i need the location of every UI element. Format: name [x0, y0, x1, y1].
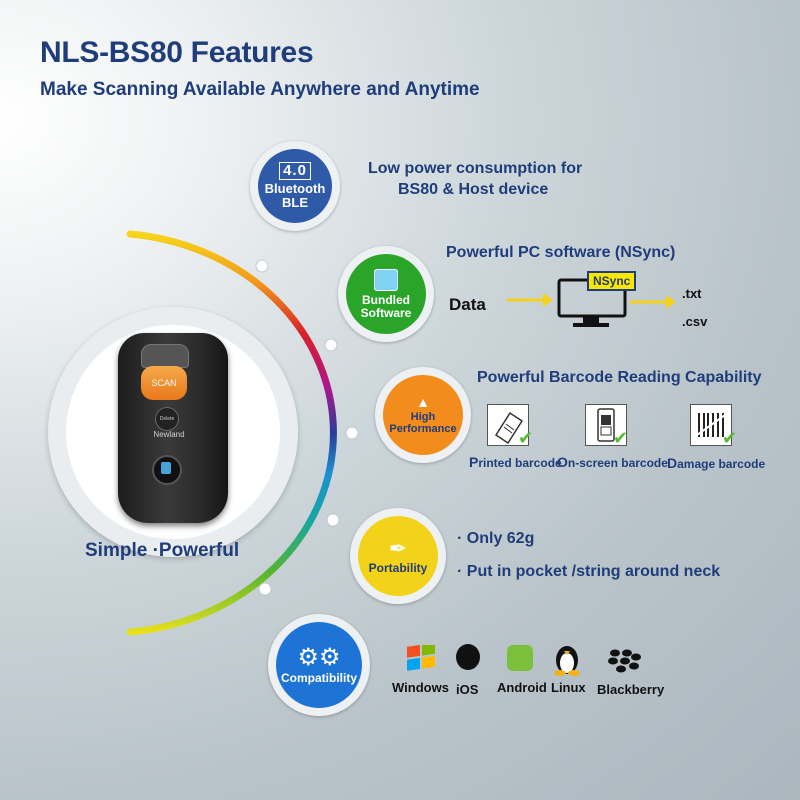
software-label-2: Software: [360, 305, 412, 320]
software-box-icon: [374, 268, 398, 291]
scan-button: SCAN: [141, 366, 187, 400]
portability-label: Portability: [368, 561, 428, 576]
apple-icon: [456, 644, 480, 670]
data-label: Data: [449, 295, 486, 314]
os-label-android: Android: [497, 680, 547, 695]
gears-icon: ⚙⚙: [297, 644, 341, 672]
check-icon: ✔: [722, 428, 738, 448]
portability-point-1: · Only 62g: [457, 530, 535, 547]
portability-point-2: · Put in pocket /string around neck: [457, 563, 721, 580]
bluetooth-label: Bluetooth: [264, 181, 326, 197]
software-label-1: Bundled: [362, 292, 410, 307]
android-icon: [507, 645, 533, 671]
blackberry-icon: [608, 649, 641, 673]
format-csv: .csv: [682, 314, 708, 329]
portability-badge: ✒ Portability: [358, 516, 438, 596]
bluetooth-version: 4.0: [279, 162, 311, 181]
software-badge: Bundled Software: [346, 254, 426, 334]
printed-barcode-icon: [487, 404, 529, 446]
os-label-ios: iOS: [456, 682, 479, 697]
compatibility-badge: ⚙⚙ Compatibility: [276, 622, 362, 708]
bluetooth-badge: 4.0 Bluetooth BLE: [258, 149, 332, 223]
bluetooth-desc-line2: BS80 & Host device: [398, 181, 549, 198]
feather-icon: ✒: [388, 536, 408, 562]
printed-barcode-label: Printed barcode: [469, 454, 562, 470]
performance-heading: Powerful Barcode Reading Capability: [477, 369, 762, 386]
brand-logo: Newland: [153, 430, 185, 439]
delete-button: Delete: [155, 407, 179, 431]
arrow-right-icon: [630, 295, 676, 309]
format-txt: .txt: [682, 286, 702, 301]
rocket-icon: ▲: [416, 393, 430, 410]
power-logo-icon: [161, 462, 171, 474]
check-icon: ✔: [613, 428, 629, 448]
damage-barcode-label: Damage barcode: [667, 455, 766, 471]
damage-barcode-icon: [690, 404, 732, 446]
compatibility-label: Compatibility: [280, 671, 357, 686]
linux-icon: [554, 646, 580, 676]
onscreen-barcode-icon: [585, 404, 627, 446]
nsync-callout: NSync: [587, 271, 637, 291]
performance-label-2: Performance: [389, 422, 457, 435]
os-label-linux: Linux: [551, 680, 586, 695]
scanner-window: [141, 344, 189, 368]
os-label-blackberry: Blackberry: [597, 682, 665, 697]
os-label-windows: Windows: [392, 680, 449, 695]
tagline: Simple ·Powerful: [85, 540, 240, 561]
performance-label-1: High: [410, 411, 436, 424]
arrow-right-icon: [507, 293, 553, 307]
windows-icon: [407, 645, 435, 671]
software-heading: Powerful PC software (NSync): [446, 244, 676, 261]
page-title: NLS-BS80 Features: [40, 36, 314, 69]
onscreen-barcode-label: On-screen barcode: [557, 454, 668, 470]
performance-badge: ▲ High Performance: [383, 375, 463, 455]
bluetooth-ble-label: BLE: [282, 194, 308, 210]
page-subtitle: Make Scanning Available Anywhere and Any…: [40, 79, 480, 100]
bluetooth-desc-line1: Low power consumption for: [368, 160, 583, 177]
check-icon: ✔: [518, 428, 534, 448]
